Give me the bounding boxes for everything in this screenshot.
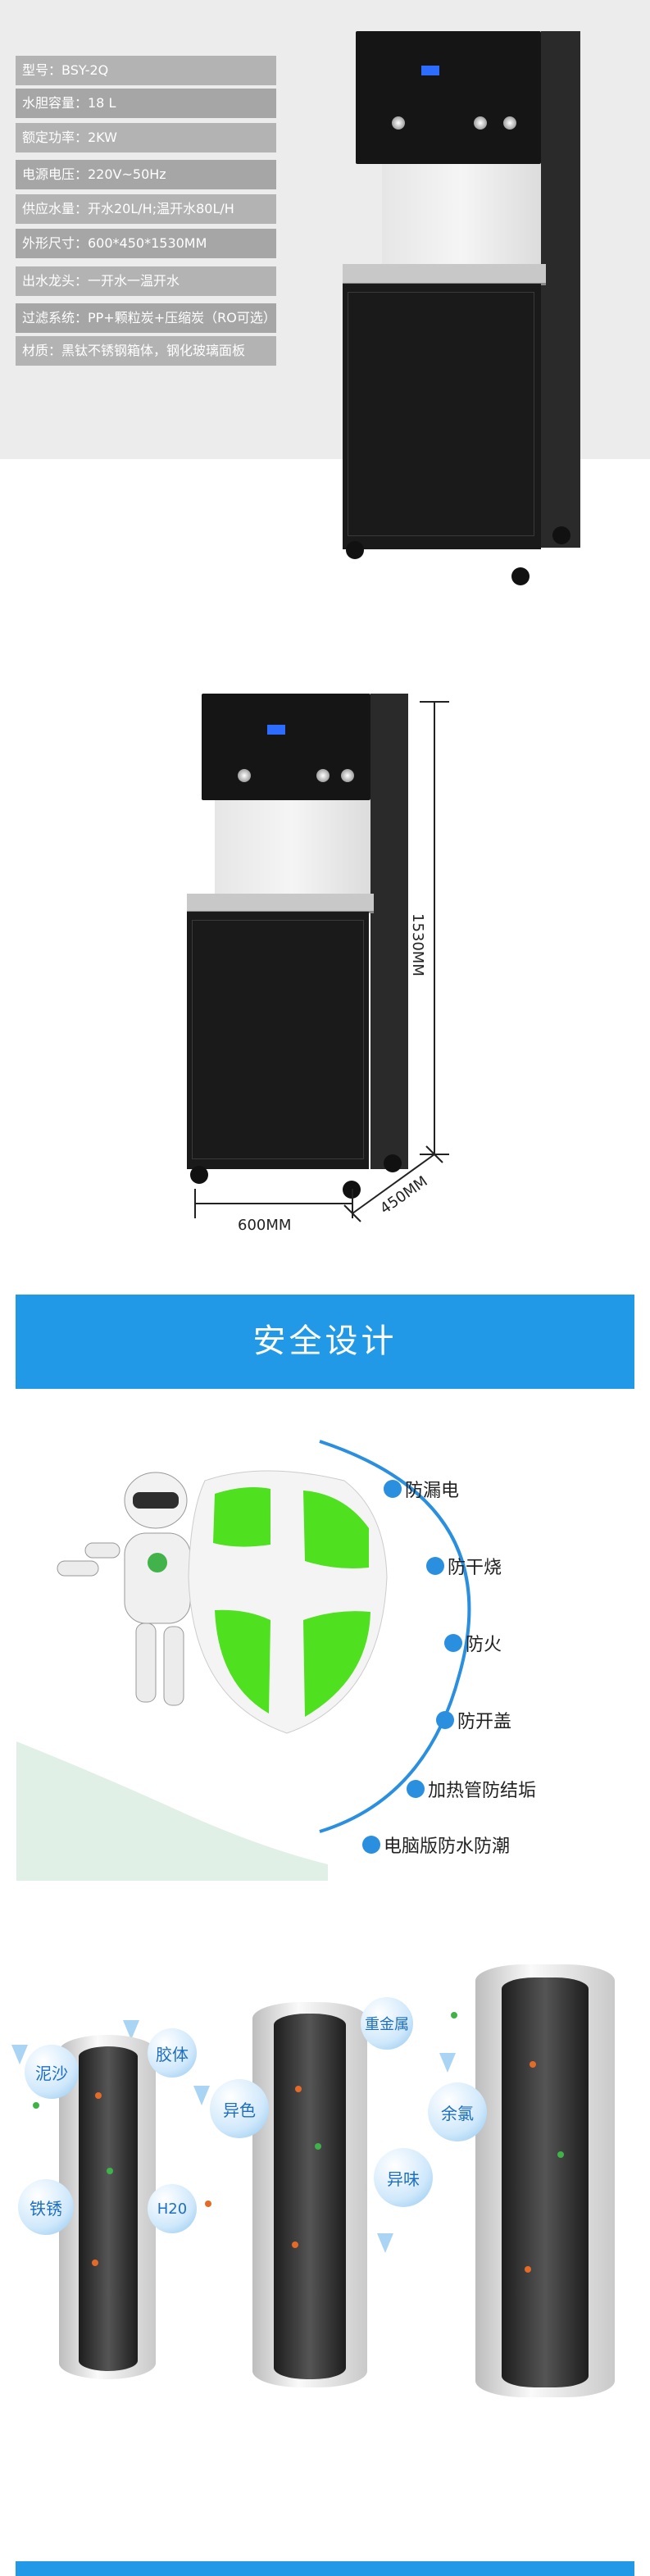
spec-row: 水胆容量：18 L [16, 89, 276, 118]
impurity-bubble: 异色 [210, 2079, 269, 2138]
product-image [343, 31, 585, 597]
wheel-icon [346, 541, 364, 559]
bullet-icon [426, 1557, 444, 1575]
safety-banner: 安全设计 [0, 1295, 650, 1389]
impurity-bubble: H20 [148, 2184, 197, 2233]
height-label: 1530MM [409, 913, 426, 976]
filtration-section: 泥沙 胶体 异色 铁锈 H20 重金属 余氯 异味 [0, 1889, 650, 2576]
knob-icon [392, 116, 405, 130]
wheel-icon [511, 567, 530, 585]
bottom-bar [16, 2561, 634, 2576]
product-dimension-image [187, 694, 415, 1202]
impurity-bubble: 余氯 [428, 2082, 487, 2141]
width-label: 600MM [238, 1217, 292, 1234]
feature-item: 防干烧 [426, 1553, 502, 1579]
impurity-bubble: 铁锈 [18, 2179, 74, 2235]
spec-row: 材质：黑钛不锈钢箱体，钢化玻璃面板 [16, 336, 276, 366]
bullet-icon [436, 1711, 454, 1729]
bullet-icon [407, 1780, 425, 1798]
drip-tray [343, 264, 546, 285]
feature-item: 防开盖 [436, 1707, 511, 1733]
feature-item: 防漏电 [384, 1476, 459, 1502]
impurity-bubble: 重金属 [361, 1997, 413, 2050]
dimensions-section: 1530MM 600MM 450MM [0, 459, 650, 1279]
display-screen [421, 66, 439, 75]
spec-row: 供应水量：开水20L/H;温开水80L/H [16, 194, 276, 224]
control-panel [356, 31, 541, 164]
feature-item: 防火 [444, 1630, 502, 1656]
banner-title: 安全设计 [16, 1295, 634, 1389]
spec-row: 电源电压：220V~50Hz [16, 160, 276, 189]
feature-item: 加热管防结垢 [407, 1776, 536, 1802]
cabinet [343, 284, 541, 549]
spec-row: 过滤系统：PP+颗粒炭+压缩炭（RO可选） [16, 303, 276, 333]
spec-row: 额定功率：2KW [16, 123, 276, 152]
robot-icon [57, 1472, 191, 1706]
feature-item: 电脑版防水防潮 [362, 1832, 510, 1858]
shield-icon [188, 1470, 388, 1734]
spec-row: 型号：BSY-2Q [16, 56, 276, 85]
wheel-icon [552, 526, 570, 544]
impurity-bubble: 泥沙 [25, 2045, 79, 2099]
bullet-icon [444, 1634, 462, 1652]
bullet-icon [362, 1836, 380, 1854]
dimension-lines [194, 701, 449, 1222]
impurity-bubble: 异味 [374, 2148, 433, 2207]
safety-illustration [16, 1440, 471, 1881]
knob-icon [474, 116, 487, 130]
impurity-bubble: 胶体 [148, 2028, 197, 2078]
spec-row: 出水龙头：一开水一温开水 [16, 266, 276, 296]
spec-section: 型号：BSY-2Q 水胆容量：18 L 额定功率：2KW 电源电压：220V~5… [0, 0, 650, 585]
safety-section: 防漏电 防干烧 防火 防开盖 加热管防结垢 电脑版防水防潮 [0, 1389, 650, 1889]
knob-icon [503, 116, 516, 130]
bullet-icon [384, 1480, 402, 1498]
spec-row: 外形尺寸：600*450*1530MM [16, 229, 276, 258]
